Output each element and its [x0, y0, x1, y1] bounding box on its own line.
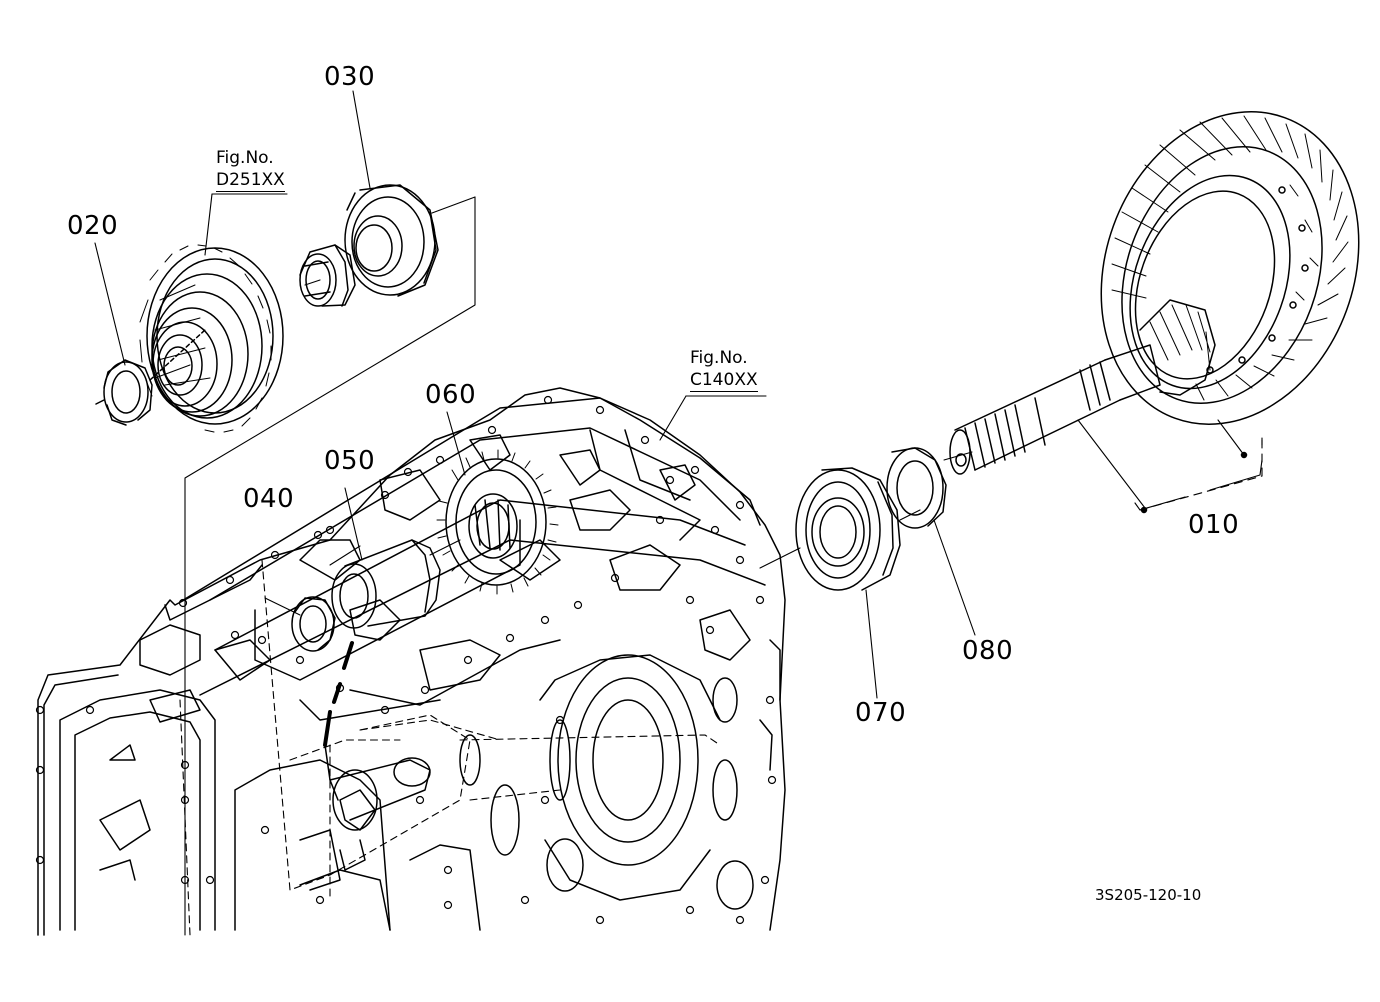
fig-ref-c140xx: Fig.No. C140XX	[690, 350, 758, 392]
part-label-030: 030	[324, 62, 376, 92]
fig-ref-number: C140XX	[690, 370, 758, 392]
assembly-lines	[154, 196, 1263, 936]
part-label-050: 050	[324, 446, 376, 476]
part-label-060: 060	[425, 380, 477, 410]
leader-lines	[94, 90, 1245, 699]
part-080-washer	[886, 447, 947, 529]
part-070-bearing	[795, 467, 901, 591]
part-label-010: 010	[1188, 510, 1240, 540]
assembly-arrow	[323, 641, 354, 747]
fig-ref-caption: Fig.No.	[216, 148, 274, 168]
part-040-collar	[291, 596, 336, 652]
hidden-lines	[179, 559, 721, 936]
fig-ref-d251xx: Fig.No. D251XX	[216, 150, 285, 192]
drawing-code: 3S205-120-10	[1095, 886, 1202, 904]
fig-ref-number: D251XX	[216, 170, 285, 192]
part-010-bevel-gear-set	[949, 111, 1360, 475]
fig-ref-caption: Fig.No.	[690, 348, 748, 368]
part-020-seal	[95, 359, 153, 426]
transmission-housing	[35, 387, 786, 936]
bearing-sleeve	[299, 244, 356, 307]
gear-assembly-d251xx	[139, 244, 284, 433]
part-030-bearing	[344, 184, 439, 297]
part-label-040: 040	[243, 484, 295, 514]
part-label-070: 070	[855, 698, 907, 728]
part-060-gear	[436, 449, 559, 595]
part-050-sleeve	[331, 539, 441, 629]
part-label-080: 080	[962, 636, 1014, 666]
part-label-020: 020	[67, 211, 119, 241]
